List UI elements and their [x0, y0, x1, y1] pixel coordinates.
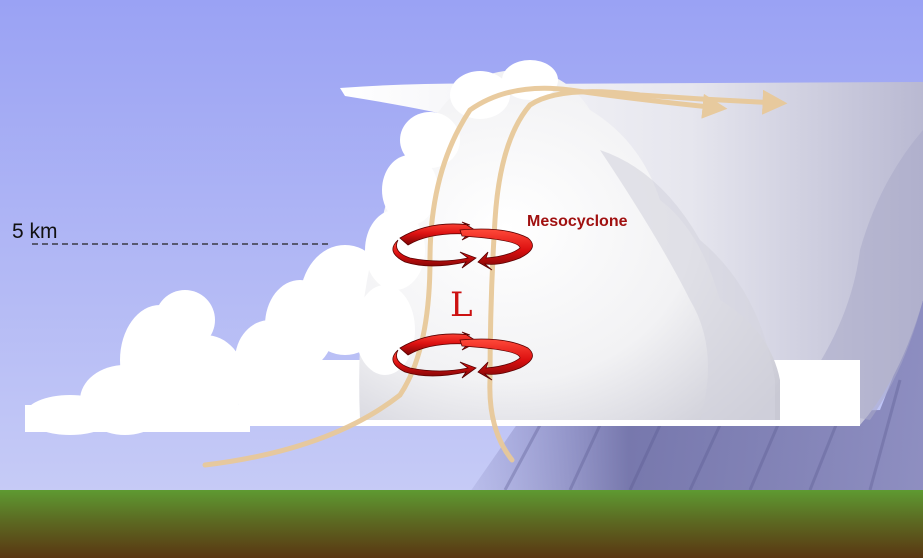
anvil-underside-shade — [790, 130, 923, 420]
rotation-ring-upper — [392, 221, 533, 271]
low-pressure-label: L — [450, 285, 473, 325]
mesocyclone-label: Mesocyclone — [527, 213, 628, 230]
cumulonimbus-tower — [355, 60, 780, 420]
rotation-arrow-icon — [392, 239, 477, 269]
rotation-ring-lower — [392, 331, 533, 381]
rain-streaks — [503, 379, 902, 491]
rotation-arrow-icon — [459, 338, 533, 381]
updraft-arrow-icon — [487, 89, 788, 463]
updraft-arrows — [202, 85, 788, 468]
rotation-arrow-icon — [392, 349, 477, 379]
rain-shaft — [470, 300, 923, 492]
altitude-label: 5 km — [12, 220, 58, 243]
cumulus-cloud-left — [25, 290, 250, 435]
ground — [0, 490, 923, 558]
rotation-arrow-icon — [459, 228, 533, 271]
